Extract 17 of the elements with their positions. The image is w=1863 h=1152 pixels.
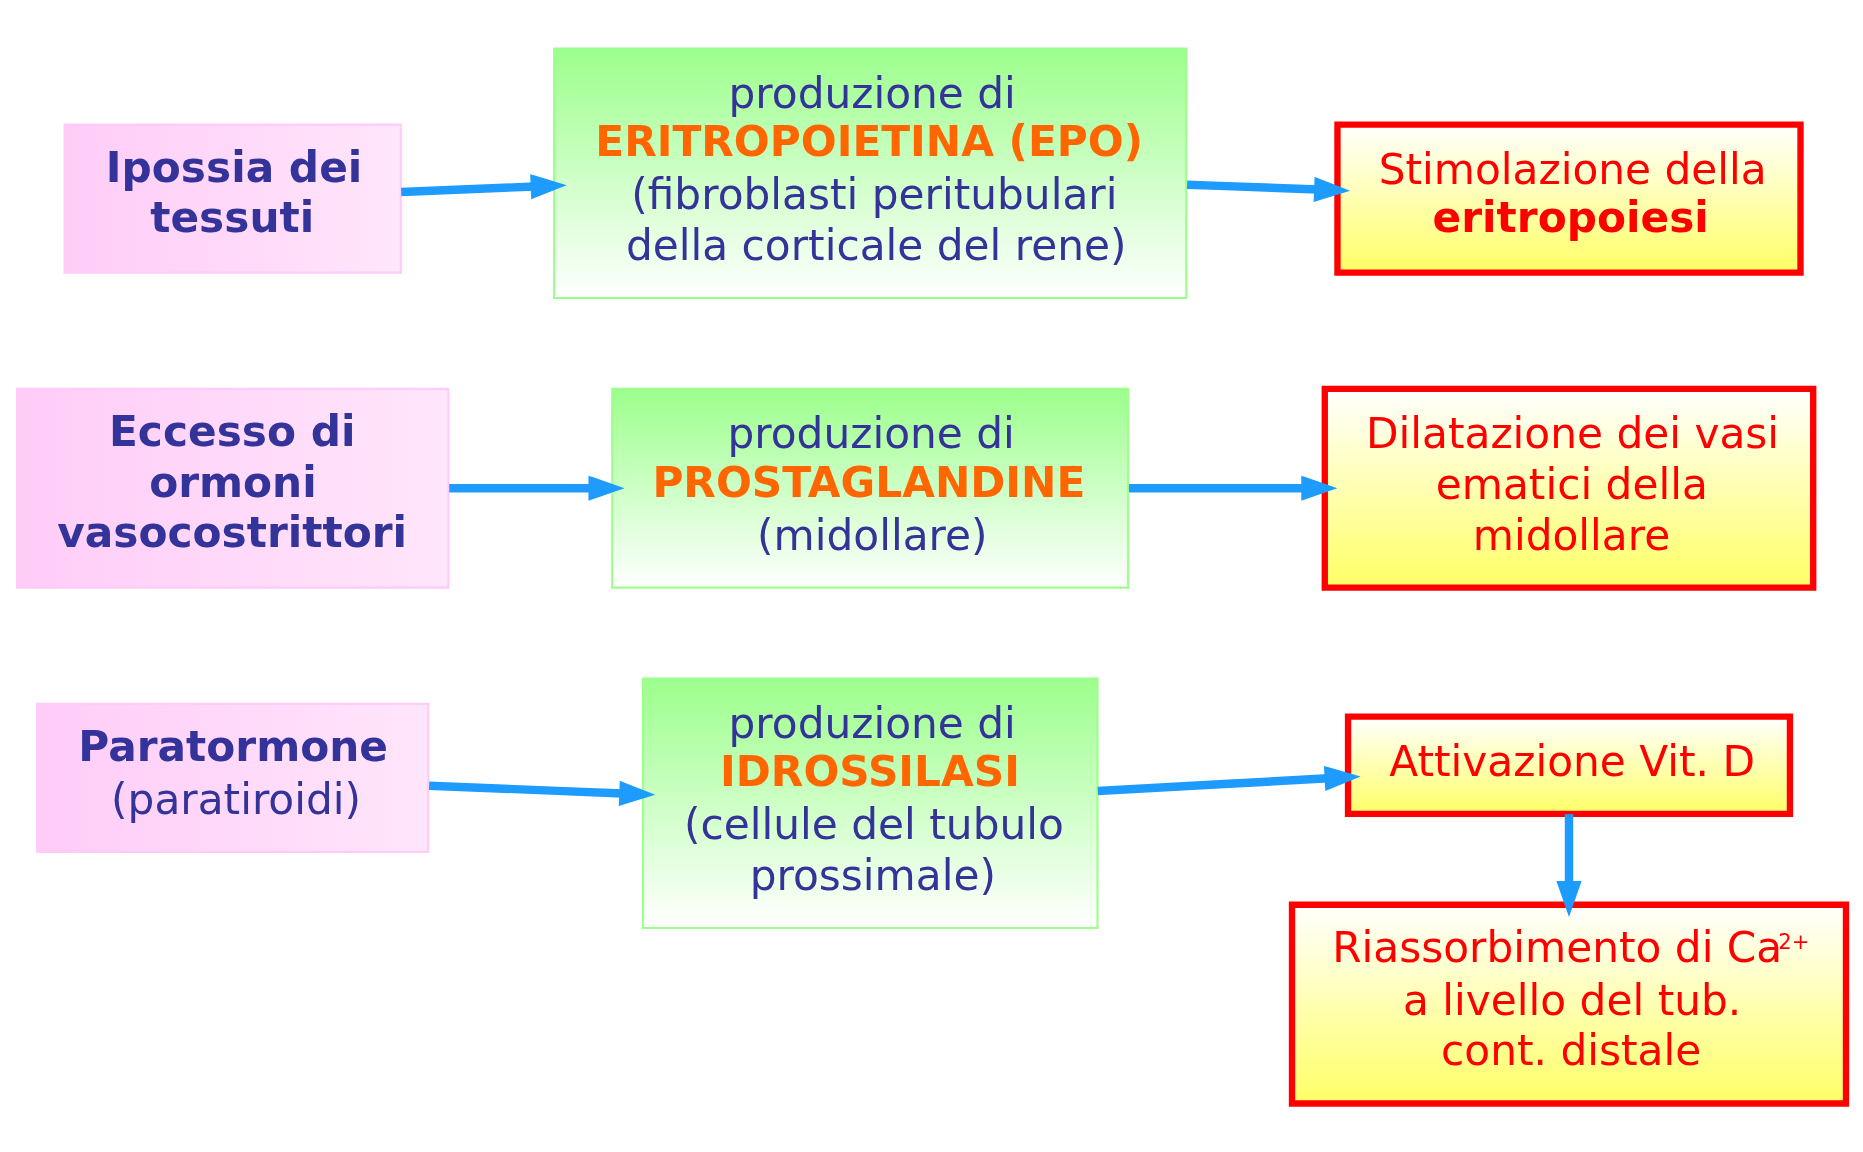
node-box: Eccesso di ormoni vasocostrittori [15, 387, 450, 589]
node-box: Riassorbimento di Ca$^{2+}$ a livello del tub. cont. distale [1288, 901, 1850, 1107]
arrow [1128, 475, 1338, 501]
arrow [428, 780, 656, 806]
node-box: produzione di ERITROPOIETINA (EPO) (fibroblasti peritubulari della corticale del rene) [553, 47, 1188, 299]
node-box: Attivazione Vit. D [1344, 713, 1794, 818]
node-box: Stimolazione della eritropoiesi [1334, 121, 1804, 276]
node-box: Dilatazione dei vasi ematici della midollare [1321, 385, 1817, 591]
arrow [1556, 814, 1582, 918]
arrow [1186, 176, 1351, 202]
node-box: produzione di PROSTAGLANDINE (midollare) [611, 387, 1130, 589]
node-box: produzione di IDROSSILASI (cellule del tubulo prossimale) [641, 677, 1099, 930]
arrow [449, 475, 625, 501]
node-box: Paratormone (paratiroidi) [36, 702, 430, 853]
node-box: Ipossia dei tessuti [63, 123, 402, 274]
arrow [401, 174, 567, 200]
arrow [1097, 765, 1361, 796]
